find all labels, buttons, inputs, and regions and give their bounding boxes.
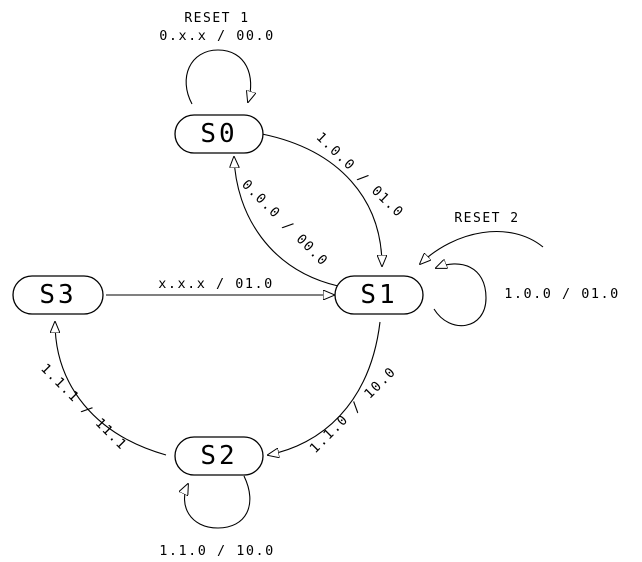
state-s3: S3 [12,275,104,315]
edge-s1-to-s2 [268,321,381,455]
state-s3-label: S3 [39,280,76,310]
state-s2-label: S2 [200,441,237,471]
edge-reset2-entry [420,230,544,264]
edge-s2-to-s3 [55,322,167,456]
reset2-label: RESET 2 [454,211,519,226]
edge-s2-self-loop [185,475,251,529]
edge-s1-self-label: 1.0.0 / 01.0 [504,286,620,302]
state-s0-label: S0 [200,119,237,149]
edge-s3-to-s1-label: x.x.x / 01.0 [158,276,274,292]
edge-s2-self-label: 1.1.0 / 10.0 [159,543,275,559]
edge-s1-self-loop [433,264,487,327]
reset1-label: RESET 1 [184,11,249,26]
edge-s1-to-s0 [234,157,339,287]
state-s1: S1 [334,275,424,315]
state-s1-label: S1 [360,280,397,310]
edge-s1-to-s2-label: 1.1.0 / 10.0 [307,364,400,457]
edge-s0-to-s1-label: 1.0.0 / 01.0 [313,129,407,221]
edge-s0-self-loop [185,49,251,105]
edge-s0-to-s1 [261,133,382,266]
edge-s0-self-label: 0.x.x / 00.0 [159,28,275,44]
edge-s2-to-s3-label: 1.1.1 / 11.1 [37,361,130,454]
state-s2: S2 [174,436,264,476]
state-s0: S0 [174,114,264,154]
